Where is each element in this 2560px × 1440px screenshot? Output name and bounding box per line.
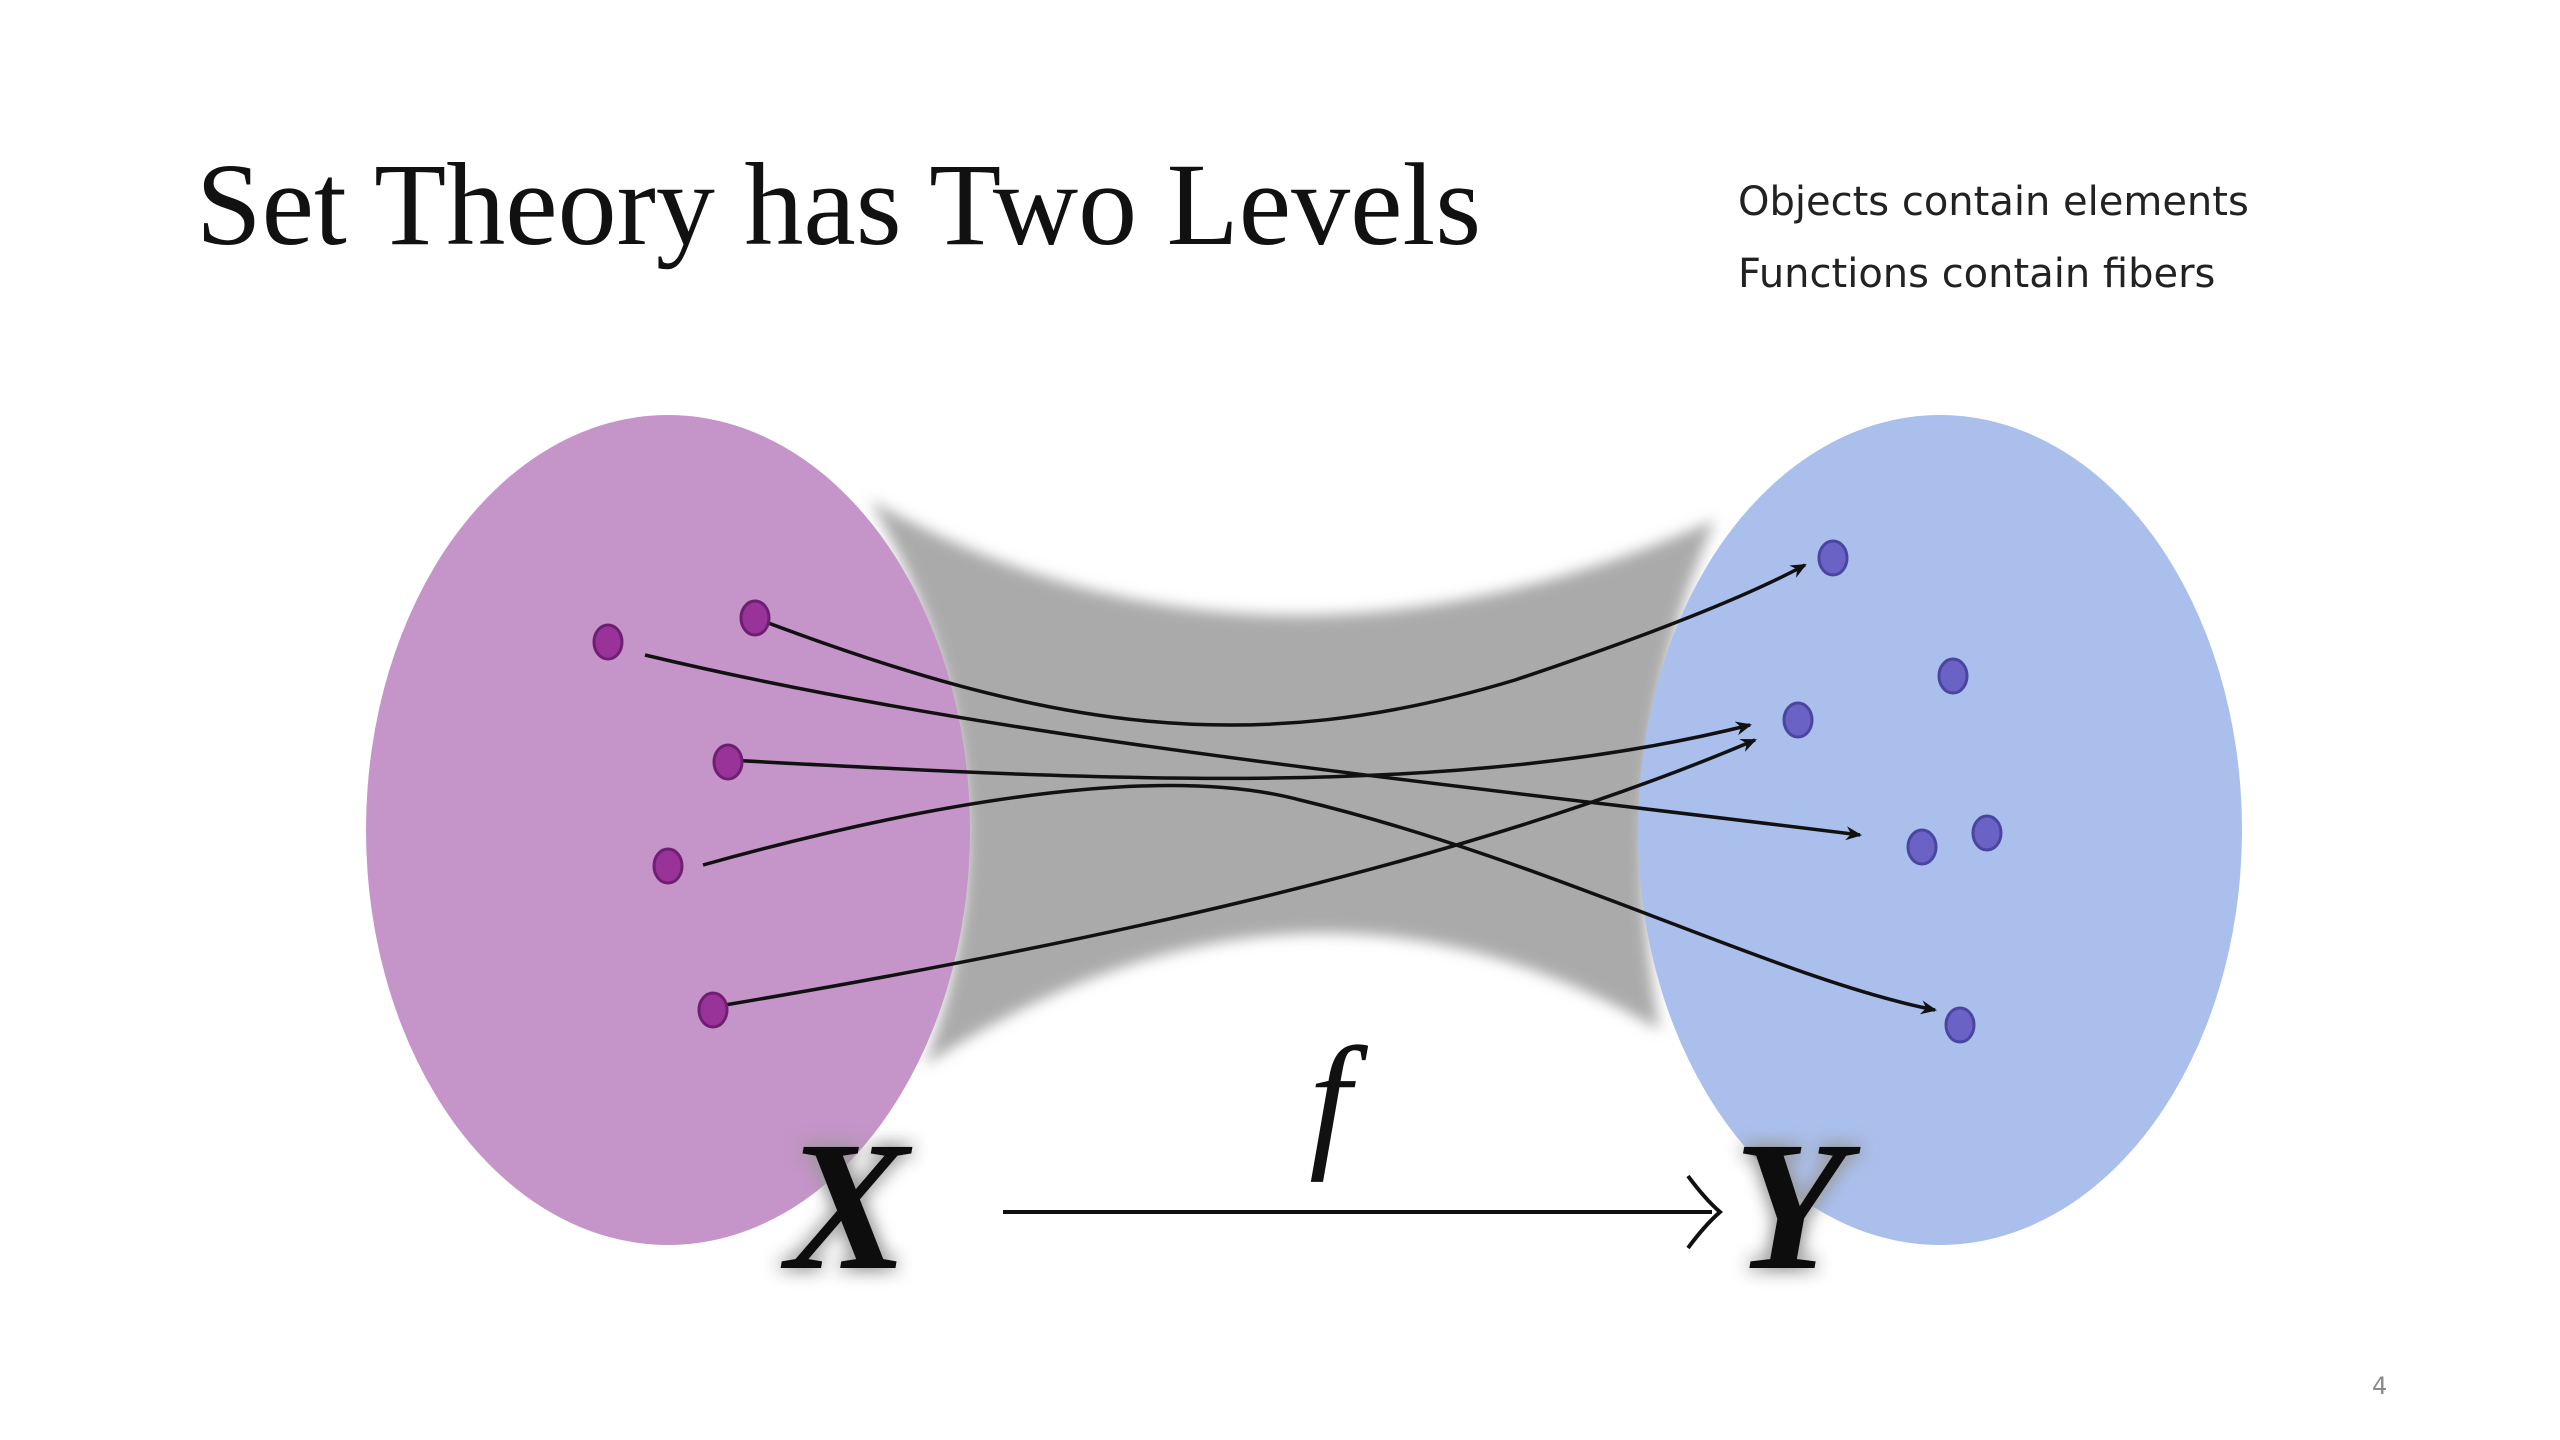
domain-element [712,743,744,781]
codomain-set [1638,415,2242,1245]
function-label: f [1309,1017,1368,1183]
domain-label: X [780,1104,913,1309]
fiber-arrow [754,563,1807,727]
note-functions: Functions contain fibers [1738,251,2216,297]
codomain-element [1817,539,1849,577]
page-number: 4 [2372,1372,2388,1400]
fiber-arrow [727,721,1752,781]
slide-notes: Objects contain elements Functions conta… [1738,166,2249,310]
fiber-arrow [724,738,1757,1007]
codomain-element [1782,701,1814,739]
codomain-element [1971,814,2003,852]
domain-element [652,847,684,885]
function-arrowhead [1686,1174,1724,1250]
fiber-arrow [644,653,1862,841]
domain-element [592,623,624,661]
codomain-element [1906,828,1938,866]
domain-element [697,991,729,1029]
note-objects: Objects contain elements [1738,179,2249,225]
codomain-element [1937,657,1969,695]
slide-title: Set Theory has Two Levels [196,139,1482,270]
codomain-label: Y [1733,1104,1861,1309]
codomain-element [1944,1006,1976,1044]
domain-set [366,415,970,1245]
fiber-arrow [702,783,1937,1015]
fiber-band [870,500,1715,1065]
domain-element [739,599,771,637]
